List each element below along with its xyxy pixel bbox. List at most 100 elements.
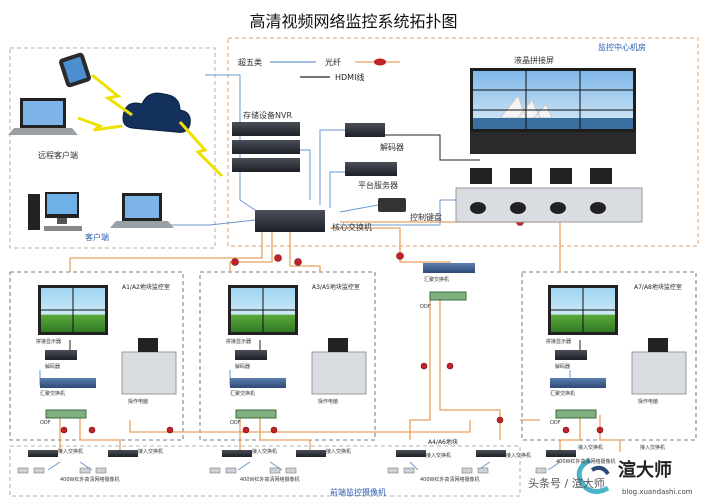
- room-a7a8-decoder-label: 解码器: [555, 364, 571, 370]
- room-a3a5-odf-label: ODF: [230, 420, 241, 426]
- watermark-url: blog.xuandashi.com: [622, 488, 693, 496]
- access-switch-icon: [546, 450, 576, 457]
- room-a7a8-access-label-2: 接入交换机: [640, 445, 666, 451]
- room-a1a2-decoder-label: 解码器: [45, 364, 61, 370]
- room-a1a2-access-label: 接入交换机: [58, 449, 84, 455]
- room-a7a8-odf-icon: [555, 409, 597, 419]
- zone-client-label: 客户端: [85, 233, 109, 242]
- cloud-icon: [122, 92, 191, 133]
- camera-icon: [225, 467, 237, 474]
- a4a6-title: A4/A6地块: [428, 439, 458, 446]
- access-switch-icon: [108, 450, 138, 457]
- access-switch-icon: [28, 450, 58, 457]
- lightning-icon-3: [178, 121, 224, 178]
- room-a7a8-access-label: 接入交换机: [578, 445, 604, 451]
- lightning-icon: [91, 73, 133, 117]
- hdmi-lines: [69, 134, 581, 350]
- room-a3a5-access-label: 接入交换机: [252, 449, 278, 455]
- room-a3a5-console-label: 操作电脑: [318, 399, 339, 405]
- camera-icon: [269, 467, 281, 474]
- camera-icon: [461, 467, 473, 474]
- room-a1a2-switch-icon: [40, 378, 96, 388]
- remote-devices: [8, 52, 224, 231]
- fiber-nodes: [60, 218, 604, 434]
- zone-front-box: [9, 445, 521, 497]
- camera-icon: [17, 467, 29, 474]
- room-a3a5-devices: [228, 285, 367, 419]
- control-keyboard-icon: [378, 198, 406, 212]
- agg-switch-mid-label: 汇聚交换机: [424, 277, 450, 283]
- watermark-source: 头条号 / 渲大师: [528, 477, 605, 490]
- camera-icon: [95, 467, 107, 474]
- room-a3a5-odf-icon: [235, 409, 277, 419]
- room-a1a2-decoder-icon: [45, 350, 77, 360]
- camera-icon: [209, 467, 221, 474]
- video-wall-label: 液晶拼接屏: [514, 56, 554, 65]
- room-a1a2-odf-label: ODF: [40, 420, 51, 426]
- room-a3a5-console-icon: [311, 351, 367, 395]
- decoder-icon: [345, 123, 385, 137]
- zone-remote-label: 远程客户端: [38, 151, 78, 160]
- camera-icon: [79, 467, 91, 474]
- desktop-pc-icon: [28, 192, 82, 231]
- core-switch-icon: [255, 210, 325, 232]
- camera-icon: [387, 467, 399, 474]
- camera-icon: [535, 467, 547, 474]
- room-a3a5-decoder-label: 解码器: [235, 364, 251, 370]
- room-a3a5-switch-label: 汇聚交换机: [230, 391, 256, 397]
- a4a6-access-label-2: 接入交换机: [506, 453, 532, 459]
- zone-boxes: [9, 37, 699, 497]
- laptop-icon: [8, 98, 78, 135]
- room-a1a2-title: A1/A2地块监控室: [122, 284, 170, 291]
- room-a7a8-console-label: 操作电脑: [638, 399, 659, 405]
- core-switch-label: 核心交换机: [332, 223, 372, 232]
- lightning-icon-2: [77, 116, 123, 132]
- camera-icon: [33, 467, 45, 474]
- camera-icon: [403, 467, 415, 474]
- a4a6-camera-label: 400W红外高清网络摄像机: [420, 477, 480, 483]
- nvr-storage-icon: [232, 122, 300, 172]
- room-a7a8-wall-label: 拼接显示器: [546, 339, 572, 345]
- access-switch-icon: [476, 450, 506, 457]
- control-keyboard-label: 控制键盘: [410, 213, 442, 222]
- operator-console-icon: [455, 168, 643, 223]
- legend-fiber-label: 光纤: [325, 58, 341, 67]
- room-a7a8-odf-label: ODF: [550, 420, 561, 426]
- room-a1a2-access-label-2: 接入交换机: [138, 449, 164, 455]
- nvr-label: 存储设备NVR: [243, 111, 293, 120]
- room-a1a2-console-icon: [121, 351, 177, 395]
- zone-front-label: 前端监控摄像机: [330, 488, 386, 497]
- watermark-logo-icon: [576, 457, 610, 494]
- room-a1a2-console-label: 操作电脑: [128, 399, 149, 405]
- room-a1a2-camera-label: 400W红外高清网络摄像机: [60, 477, 120, 483]
- room-a1a2-odf-icon: [45, 409, 87, 419]
- client-laptop-icon: [110, 193, 174, 228]
- room-a7a8-camera-label: 400W红外高清网络摄像机: [556, 459, 616, 465]
- room-a3a5-camera-label: 400W红外高清网络摄像机: [240, 477, 300, 483]
- camera-icon: [285, 467, 297, 474]
- room-a1a2-devices: [38, 285, 177, 419]
- a4a6-access-label: 接入交换机: [426, 453, 452, 459]
- agg-switch-mid-icon: [423, 263, 475, 273]
- front-devices: [17, 450, 576, 474]
- zone-control-center-box: [227, 37, 699, 247]
- odf-mid-label: ODF: [420, 304, 431, 310]
- room-a3a5-switch-icon: [230, 378, 286, 388]
- zone-remote-box: [9, 47, 216, 249]
- room-a7a8-devices: [548, 285, 687, 419]
- room-a7a8-console-icon: [631, 351, 687, 395]
- access-switch-icon: [222, 450, 252, 457]
- camera-icon: [477, 467, 489, 474]
- room-a7a8-switch-label: 汇聚交换机: [550, 391, 576, 397]
- room-a1a2-wall-label: 拼接显示器: [36, 339, 62, 345]
- room-a3a5-title: A3/A5地块监控室: [312, 284, 360, 291]
- odf-mid-icon: [429, 291, 467, 301]
- room-a3a5-access-label-2: 接入交换机: [326, 449, 352, 455]
- access-switch-icon: [396, 450, 426, 457]
- decoder-label: 解码器: [380, 143, 404, 152]
- video-wall-icon: [470, 68, 636, 154]
- room-a1a2-switch-label: 汇聚交换机: [40, 391, 66, 397]
- zone-control-center-label: 监控中心机房: [598, 43, 646, 52]
- access-switch-icon: [296, 450, 326, 457]
